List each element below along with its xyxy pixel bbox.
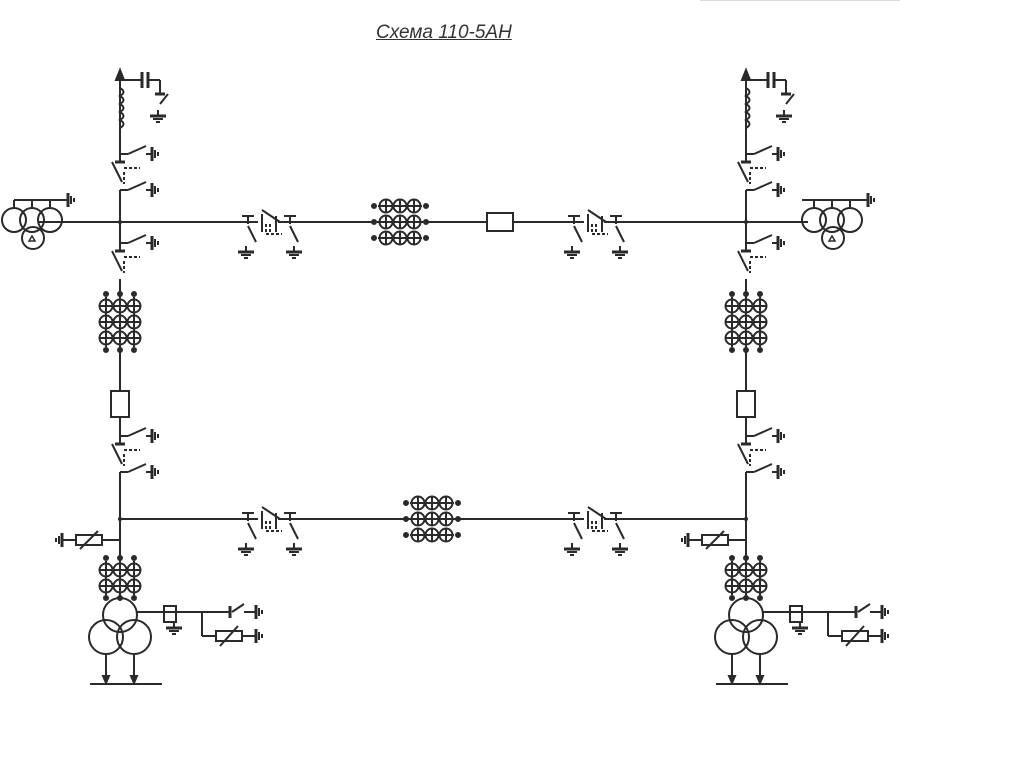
- current-transformer-group: [403, 495, 461, 543]
- disconnector-horizontal: [564, 209, 628, 259]
- power-transformer-left: [88, 597, 263, 686]
- surge-arrester: [681, 530, 746, 550]
- circuit-breaker: [110, 390, 130, 418]
- line-trap-and-coupling-capacitor: [114, 67, 169, 129]
- current-transformer-group: [98, 555, 142, 601]
- voltage-transformer-group: [1, 193, 75, 250]
- top-border-line: [700, 0, 900, 1]
- diagram-title: Схема 110-5АН: [376, 22, 512, 43]
- circuit-breaker: [486, 212, 514, 232]
- disconnector-vertical: [111, 145, 159, 197]
- current-transformer-group: [724, 555, 768, 601]
- disconnector-vertical: [111, 234, 159, 279]
- junction-dot: [118, 220, 122, 224]
- disconnector-horizontal: [238, 506, 302, 556]
- disconnector-vertical: [111, 427, 159, 479]
- power-transformer-right: [714, 597, 889, 686]
- junction-dot: [744, 220, 748, 224]
- voltage-transformer-group: [801, 193, 875, 250]
- disconnector-vertical: [737, 145, 785, 197]
- current-transformer-group: [98, 291, 142, 353]
- disconnector-vertical: [737, 427, 785, 479]
- disconnector-horizontal: [238, 209, 302, 259]
- current-transformer-group: [371, 198, 429, 246]
- disconnector-vertical: [737, 234, 785, 279]
- disconnector-horizontal: [564, 506, 628, 556]
- current-transformer-group: [724, 291, 768, 353]
- circuit-breaker: [736, 390, 756, 418]
- surge-arrester: [55, 530, 120, 550]
- junction-dot: [118, 517, 122, 521]
- line-trap-and-coupling-capacitor: [740, 67, 795, 129]
- junction-dot: [744, 517, 748, 521]
